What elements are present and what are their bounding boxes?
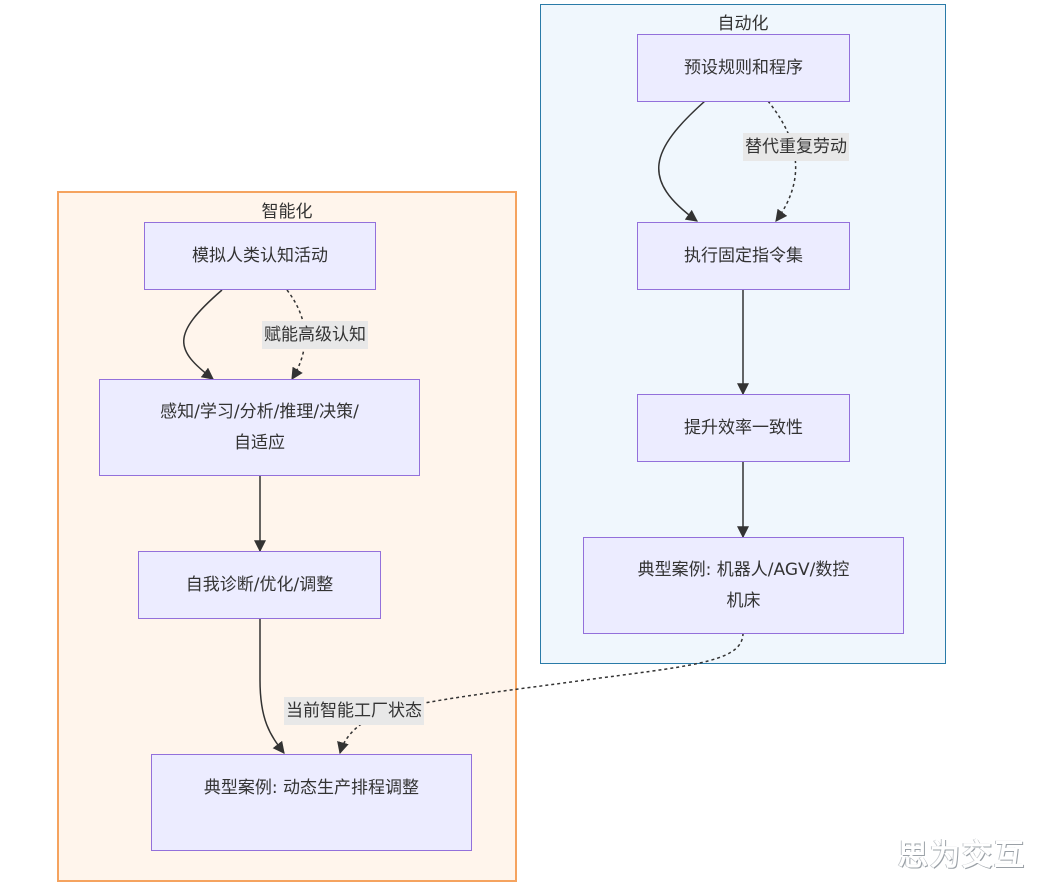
- edge-a4-s4-dotted: [337, 632, 744, 755]
- edge-s1-s2-solid: [183, 289, 223, 380]
- edge-label-replace-labor: 替代重复劳动: [743, 133, 849, 161]
- node-execute-fixed-instructions[interactable]: 执行固定指令集: [637, 222, 850, 290]
- cluster-title-automation: 自动化: [717, 14, 769, 34]
- edge-label-current-factory-state: 当前智能工厂状态: [284, 697, 424, 725]
- cluster-title-intelligent: 智能化: [261, 202, 313, 222]
- node-self-diagnosis[interactable]: 自我诊断/优化/调整: [138, 551, 381, 619]
- node-robot-agv-cnc-case[interactable]: 典型案例: 机器人/AGV/数控 机床: [583, 537, 904, 634]
- node-perception-learning-decision[interactable]: 感知/学习/分析/推理/决策/ 自适应: [99, 379, 420, 476]
- node-preset-rules[interactable]: 预设规则和程序: [637, 34, 850, 102]
- node-simulate-human-cognition[interactable]: 模拟人类认知活动: [144, 222, 376, 290]
- node-improve-efficiency[interactable]: 提升效率一致性: [637, 394, 850, 462]
- edge-s3-s4: [259, 619, 285, 754]
- edge-a1-a2-dotted: [767, 100, 797, 222]
- node-dynamic-scheduling-case[interactable]: 典型案例: 动态生产排程调整: [151, 754, 472, 851]
- edge-label-empower-cognition: 赋能高级认知: [262, 321, 368, 349]
- watermark-logo: 思为交互: [898, 838, 1026, 873]
- edge-a1-a2-solid: [658, 100, 706, 222]
